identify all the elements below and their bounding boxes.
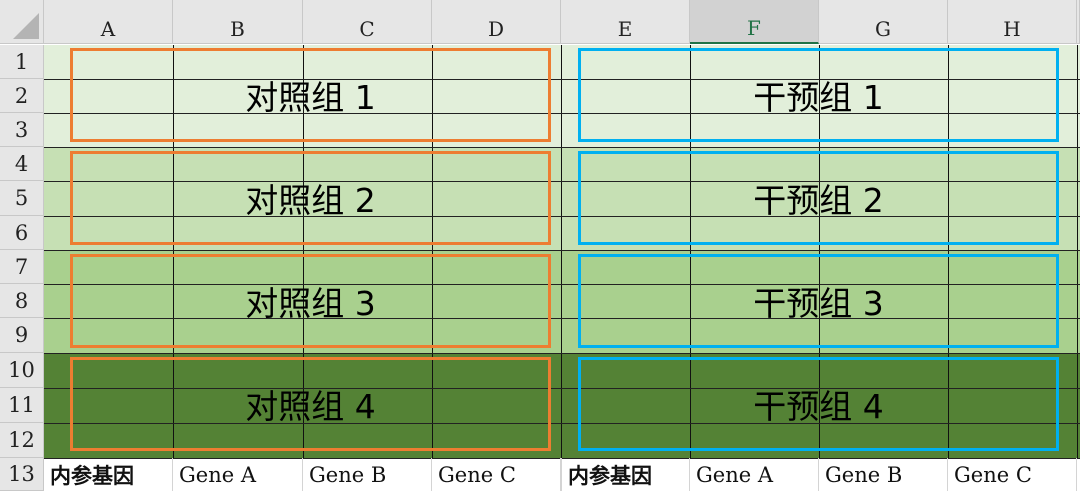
column-header-H[interactable]: H bbox=[948, 0, 1077, 44]
gridline-vertical bbox=[1077, 45, 1078, 458]
control-group-2-label: 对照组 2 bbox=[245, 181, 376, 220]
row-header-1[interactable]: 1 bbox=[0, 45, 44, 79]
row-header-7[interactable]: 7 bbox=[0, 250, 44, 284]
column-header-B[interactable]: B bbox=[173, 0, 303, 44]
cell-F13[interactable]: Gene A bbox=[690, 458, 819, 491]
intervention-group-3-label: 干预组 3 bbox=[753, 284, 884, 323]
cell-G13[interactable]: Gene B bbox=[819, 458, 948, 491]
row-header-2[interactable]: 2 bbox=[0, 79, 44, 113]
gridline-vertical bbox=[303, 45, 304, 458]
column-header-D[interactable]: D bbox=[432, 0, 561, 44]
cell-A13[interactable]: 内参基因 bbox=[44, 458, 173, 491]
control-group-4-label: 对照组 4 bbox=[245, 387, 376, 426]
gridline-horizontal bbox=[44, 353, 1080, 354]
band-rows-10-12 bbox=[44, 353, 1080, 458]
intervention-group-4-box[interactable]: 干预组 4 bbox=[578, 357, 1059, 451]
control-group-3-box[interactable]: 对照组 3 bbox=[70, 254, 551, 348]
row-header-6[interactable]: 6 bbox=[0, 216, 44, 250]
select-all-triangle-icon bbox=[13, 13, 39, 39]
gridline-horizontal bbox=[44, 458, 1080, 459]
select-all-corner[interactable] bbox=[0, 0, 44, 44]
band-rows-1-3 bbox=[44, 45, 1080, 147]
gridline-horizontal bbox=[44, 318, 1080, 319]
cell-C13[interactable]: Gene B bbox=[303, 458, 432, 491]
gridline-vertical bbox=[819, 45, 820, 458]
gridline-horizontal bbox=[44, 181, 1080, 182]
gridline-horizontal bbox=[44, 147, 1080, 148]
intervention-group-1-label: 干预组 1 bbox=[753, 78, 884, 117]
cell-D13[interactable]: Gene C bbox=[432, 458, 561, 491]
gridline-horizontal bbox=[44, 113, 1080, 114]
gridline-vertical bbox=[948, 45, 949, 458]
band-rows-4-6 bbox=[44, 147, 1080, 250]
row-header-12[interactable]: 12 bbox=[0, 423, 44, 458]
column-header-F[interactable]: F bbox=[690, 0, 819, 44]
control-group-2-box[interactable]: 对照组 2 bbox=[70, 151, 551, 245]
gridline-horizontal bbox=[44, 388, 1080, 389]
gridline-horizontal bbox=[44, 250, 1080, 251]
intervention-group-4-label: 干预组 4 bbox=[753, 387, 884, 426]
row-header-3[interactable]: 3 bbox=[0, 113, 44, 147]
intervention-group-3-box[interactable]: 干预组 3 bbox=[578, 254, 1059, 348]
control-group-3-label: 对照组 3 bbox=[245, 284, 376, 323]
gridline-vertical bbox=[561, 45, 562, 458]
band-rows-7-9 bbox=[44, 250, 1080, 353]
row-header-11[interactable]: 11 bbox=[0, 388, 44, 423]
gridline-vertical bbox=[173, 45, 174, 458]
row-header-9[interactable]: 9 bbox=[0, 318, 44, 353]
intervention-group-1-box[interactable]: 干预组 1 bbox=[578, 48, 1059, 142]
gridline-horizontal bbox=[44, 79, 1080, 80]
control-group-4-box[interactable]: 对照组 4 bbox=[70, 357, 551, 451]
gridline-vertical bbox=[432, 45, 433, 458]
control-group-1-label: 对照组 1 bbox=[245, 78, 376, 117]
cell-B13[interactable]: Gene A bbox=[173, 458, 303, 491]
gridline-horizontal bbox=[44, 284, 1080, 285]
column-header-C[interactable]: C bbox=[303, 0, 432, 44]
cell-H13[interactable]: Gene C bbox=[948, 458, 1077, 491]
column-header-E[interactable]: E bbox=[561, 0, 690, 44]
row-header-5[interactable]: 5 bbox=[0, 181, 44, 216]
row-header-4[interactable]: 4 bbox=[0, 147, 44, 181]
column-header-G[interactable]: G bbox=[819, 0, 948, 44]
intervention-group-2-box[interactable]: 干预组 2 bbox=[578, 151, 1059, 245]
row-header-13[interactable]: 13 bbox=[0, 458, 44, 491]
intervention-group-2-label: 干预组 2 bbox=[753, 181, 884, 220]
column-header-A[interactable]: A bbox=[44, 0, 173, 44]
gridline-horizontal bbox=[44, 423, 1080, 424]
gridline-vertical bbox=[690, 45, 691, 458]
gridline-horizontal bbox=[44, 216, 1080, 217]
cell-E13[interactable]: 内参基因 bbox=[561, 458, 690, 491]
row-header-10[interactable]: 10 bbox=[0, 353, 44, 388]
control-group-1-box[interactable]: 对照组 1 bbox=[70, 48, 551, 142]
row-header-8[interactable]: 8 bbox=[0, 284, 44, 318]
